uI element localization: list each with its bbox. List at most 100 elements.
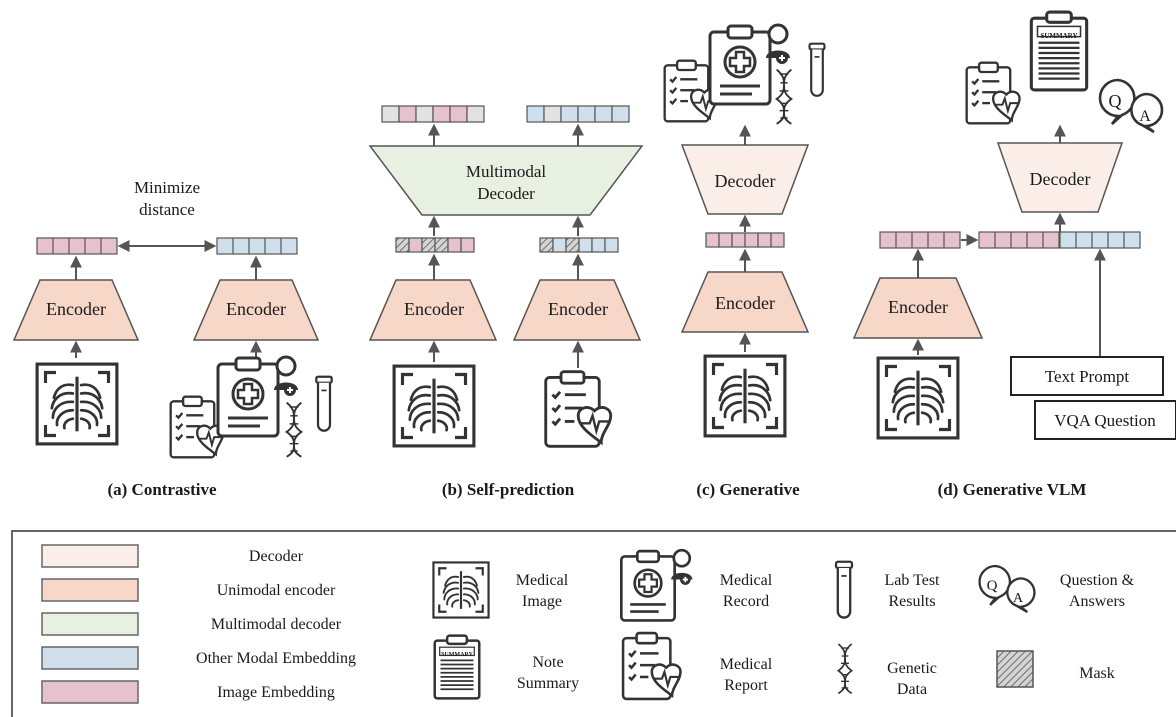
embedding-cell-other: [604, 237, 619, 253]
legend-swatch-label: Other Modal Embedding: [196, 650, 356, 667]
panel-a-contrastive: Minimize distance Encoder Encoder (a) Co…: [12, 178, 333, 499]
text-prompt-box: [1010, 356, 1164, 396]
dna-icon: [775, 68, 793, 125]
decoder-label: Decoder: [715, 171, 776, 191]
embedding-cell-mask: [539, 237, 554, 253]
image-embedding-vector: [36, 237, 118, 255]
decoder-shape: [680, 144, 810, 215]
panel-b-self-prediction: Multimodal Decoder Encoder Encoder (b) S…: [368, 105, 644, 499]
legend-medical-report-line1: Medical: [720, 656, 773, 673]
other-embedding-vector: [216, 237, 298, 255]
annotation-minimize: Minimize: [134, 178, 200, 197]
unimodal-encoder-shape: [852, 277, 984, 339]
combined-text-embedding: [1059, 231, 1141, 249]
medical-report-icon: [965, 61, 1021, 125]
output-vector-1: [381, 105, 485, 123]
medical-record-icon: [708, 23, 792, 106]
decoder-label: Decoder: [1030, 169, 1091, 189]
image-embedding-vector: [705, 232, 785, 248]
vqa-question-label: VQA Question: [1054, 411, 1156, 430]
decoder-label-line2: Decoder: [477, 184, 535, 203]
legend-swatch: [41, 544, 139, 568]
mask-legend-swatch: [996, 650, 1034, 688]
embedding-cell-other: [560, 105, 579, 123]
annotation-distance: distance: [139, 200, 195, 219]
embedding-cell-image: [447, 237, 462, 253]
embedding-cell-mask: [565, 237, 580, 253]
output-vector-2: [526, 105, 630, 123]
medical-report-icon: [544, 370, 613, 448]
note-summary-icon: [1029, 10, 1089, 92]
legend-lab-test-line2: Results: [888, 593, 935, 610]
legend-swatch-label: Decoder: [249, 548, 304, 565]
legend-swatch-label: Image Embedding: [217, 684, 335, 701]
unimodal-encoder-shape: [192, 279, 320, 341]
unimodal-encoder-shape: [368, 279, 498, 341]
summary-legend-icon-text: SUMMARY: [441, 652, 473, 658]
embedding-cell-image: [744, 232, 759, 248]
legend-qa-letter-a: A: [1013, 591, 1024, 606]
encoder-label: Encoder: [548, 299, 608, 319]
embedding-cell-image: [718, 232, 733, 248]
dna-icon: [285, 401, 303, 458]
encoder-label: Encoder: [715, 293, 775, 313]
embedding-cell-other: [594, 105, 613, 123]
caption-generative: (c) Generative: [696, 480, 800, 499]
unimodal-encoder-shape: [680, 271, 810, 333]
legend-medical-record-line1: Medical: [720, 572, 773, 589]
embedding-cell-mask: [434, 237, 449, 253]
encoder-label: Encoder: [404, 299, 464, 319]
xray-icon: [35, 362, 119, 446]
text-prompt-label: Text Prompt: [1045, 367, 1130, 386]
caption-contrastive: (a) Contrastive: [107, 480, 217, 499]
encoder-label: Encoder: [46, 299, 106, 319]
combined-image-embedding: [978, 231, 1060, 249]
legend-qa-line1: Question &: [1060, 572, 1135, 589]
unimodal-encoder-shape: [512, 279, 642, 341]
decoder-shape: [996, 142, 1124, 213]
xray-icon: [876, 356, 960, 440]
legend-mask-label: Mask: [1079, 665, 1115, 682]
medical-record-icon: [216, 355, 300, 438]
embedding-cell-other: [578, 237, 593, 253]
embedding-cell-image: [705, 232, 720, 248]
masked-input-vector-1: [395, 237, 475, 253]
embedding-cell-image: [408, 237, 423, 253]
unimodal-encoder-shape: [12, 279, 140, 341]
embedding-cell-other: [591, 237, 606, 253]
caption-generative-vlm: (d) Generative VLM: [938, 480, 1087, 499]
legend-qa-letter-q: Q: [987, 578, 998, 594]
legend-frame: [11, 530, 1176, 717]
embedding-cell-other: [526, 105, 545, 123]
embedding-cell-empty: [466, 105, 485, 123]
legend-genetic-line2: Data: [897, 681, 927, 698]
embedding-cell-other: [577, 105, 596, 123]
lab-test-legend-icon: [834, 560, 854, 619]
legend-note-summary-line2: Summary: [517, 675, 579, 692]
embedding-cell-image: [460, 237, 475, 253]
legend-medical-image-line2: Image: [522, 593, 562, 610]
legend-medical-report-line2: Report: [724, 677, 768, 694]
legend-qa-line2: Answers: [1069, 593, 1125, 610]
embedding-cell-image: [432, 105, 451, 123]
panel-d-generative-vlm: SUMMARY Q A Decoder Encoder Text Prompt: [852, 10, 1176, 499]
legend-genetic-line1: Genetic: [887, 660, 937, 677]
legend-note-summary-line1: Note: [532, 654, 563, 671]
legend-swatch: [41, 646, 139, 670]
masked-input-vector-2: [539, 237, 619, 253]
embedding-cell-empty: [543, 105, 562, 123]
embedding-cell-image: [449, 105, 468, 123]
xray-icon: [703, 354, 787, 438]
legend-medical-image-line1: Medical: [516, 572, 569, 589]
legend-medical-record-line2: Record: [723, 593, 769, 610]
summary-icon-text: SUMMARY: [1040, 32, 1077, 40]
embedding-cell-image: [770, 232, 785, 248]
embedding-cell-image: [398, 105, 417, 123]
encoder-label: Encoder: [888, 297, 948, 317]
multimodal-decoder-shape: [368, 145, 644, 216]
embedding-cell-empty: [415, 105, 434, 123]
legend-swatch-label: Multimodal decoder: [211, 616, 342, 633]
panel-c-generative: Decoder Encoder (c) Generative: [663, 23, 826, 499]
legend-swatch: [41, 612, 139, 636]
